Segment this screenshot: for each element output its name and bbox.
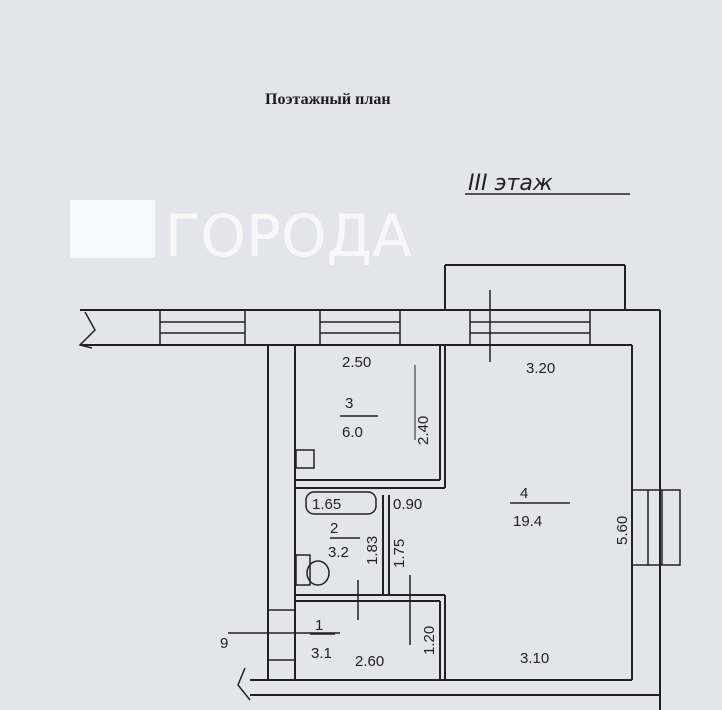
dim-room2-length: 1.83: [364, 536, 381, 565]
dim-room4-height: 5.60: [614, 516, 631, 545]
dim-room3-width: 2.50: [342, 354, 371, 371]
page-title: Поэтажный план: [265, 91, 391, 108]
dim-room1-width: 2.60: [355, 653, 384, 670]
room-divider-lines: [310, 415, 570, 635]
stair-label: 9: [220, 635, 228, 652]
dim-room4-top: 3.20: [526, 360, 555, 377]
room-2-area: 3.2: [328, 544, 349, 561]
watermark: ГОРОДА: [165, 202, 412, 270]
floor-label: III этаж: [468, 171, 553, 196]
dim-room3-length: 2.40: [415, 416, 432, 445]
dim-corridor-length: 1.75: [391, 539, 408, 568]
fixtures: [78, 311, 377, 701]
dim-door: 0.90: [393, 496, 422, 513]
toilet-tank-icon: [295, 554, 311, 586]
dim-room4-bottom: 3.10: [520, 650, 549, 667]
room-3-area: 6.0: [342, 424, 363, 441]
room-2-number: 2: [330, 520, 338, 537]
dim-bath: 1.65: [312, 496, 341, 513]
windows: [159, 309, 681, 566]
room-4-area: 19.4: [513, 513, 542, 530]
room-4-number: 4: [520, 485, 528, 502]
bathtub-icon: [305, 491, 377, 515]
room-1-number: 1: [315, 617, 323, 634]
sink-icon: [295, 449, 315, 469]
room-1-area: 3.1: [311, 645, 332, 662]
dim-room1-length: 1.20: [421, 626, 438, 655]
watermark-logo-icon: [70, 200, 155, 258]
toilet-icon: [306, 560, 330, 586]
room-3-number: 3: [345, 395, 353, 412]
